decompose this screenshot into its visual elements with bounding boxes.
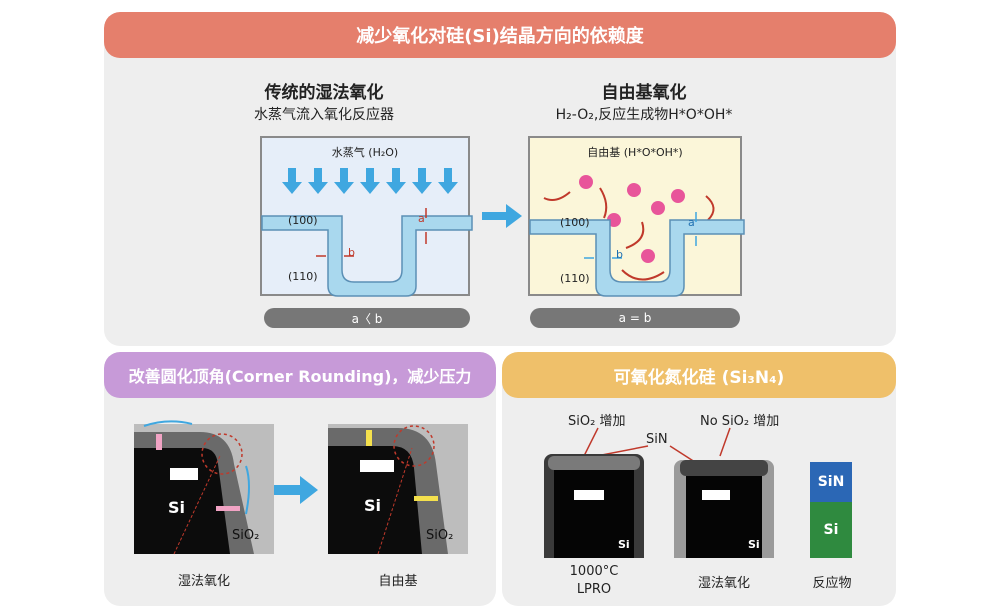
right-arrow-icon	[482, 204, 522, 228]
label-a: a	[688, 216, 695, 229]
radical-oxidation-subtitle: H₂-O₂,反应生成物H*O*OH*	[555, 107, 733, 123]
corner-rounding-panel: 改善圆化顶角(Corner Rounding)，减少压力 Si SiO₂	[104, 352, 496, 606]
sio2-trench-layer	[261, 215, 473, 297]
wet-oxidation-title: 传统的湿法氧化	[264, 83, 384, 103]
corner-rounding-banner: 改善圆化顶角(Corner Rounding)，减少压力	[104, 352, 496, 398]
si-label: Si	[168, 498, 186, 517]
water-vapor-arrows	[282, 168, 458, 194]
wet-oxidation-subtitle: 水蒸气流入氧化反应器	[254, 107, 394, 123]
label-100: (100)	[288, 214, 318, 227]
radical-motion-arrows	[543, 187, 715, 281]
sio2-label: SiO₂	[232, 528, 260, 543]
radical-cross-section	[328, 425, 448, 555]
caption-radical: 自由基	[378, 574, 418, 589]
sin-callout-label: SiN	[646, 432, 668, 447]
radical-sem-image: Si SiO₂	[328, 424, 468, 555]
lpro-cross-section	[548, 456, 640, 558]
wet-oxidation-sem-image: Si	[674, 460, 774, 558]
label-b: b	[616, 248, 623, 261]
sio2-trench-layer	[529, 219, 745, 297]
sio2-label: SiO₂	[426, 528, 454, 543]
si-label: Si	[618, 538, 630, 551]
legend-sin: SiN	[810, 462, 852, 502]
si-label: Si	[748, 538, 760, 551]
radical-oxidation-title: 自由基氧化	[601, 83, 687, 103]
caption-wet-oxidation: 湿法氧化	[697, 576, 750, 591]
top-banner: 减少氧化对硅(Si)结晶方向的依赖度	[104, 12, 896, 58]
sio2-increase-label: SiO₂ 增加	[568, 414, 626, 429]
no-sio2-increase-label: No SiO₂ 增加	[700, 414, 780, 429]
wet-oxidation-diagram: 水蒸气 (H₂O) (100) (110) a b	[260, 136, 473, 297]
caption-wet-oxidation: 湿法氧化	[177, 574, 230, 589]
label-a: a	[418, 212, 425, 225]
caption-reactant: 反应物	[812, 576, 852, 591]
radical-particles	[579, 175, 685, 263]
radical-label: 自由基 (H*O*OH*)	[587, 146, 683, 159]
wet-oxidation-cross-section	[134, 420, 254, 555]
radical-oxidation-illustration	[529, 175, 745, 297]
caption-lpro: LPRO	[576, 582, 612, 597]
lpro-sem-image: Si	[544, 454, 644, 558]
nitride-oxidation-banner: 可氧化氮化硅 (Si₃N₄)	[502, 352, 896, 398]
radical-oxidation-result: a = b	[530, 308, 740, 328]
label-110: (110)	[560, 272, 590, 285]
legend-si: Si	[810, 502, 852, 558]
label-110: (110)	[288, 270, 318, 283]
right-arrow-icon	[274, 476, 318, 504]
nitride-oxidation-panel: 可氧化氮化硅 (Si₃N₄) SiO₂ 增加 No SiO₂ 增加 SiN Si…	[502, 352, 896, 606]
wet-oxidation-result: a〈 b	[264, 308, 470, 328]
top-panel: 减少氧化对硅(Si)结晶方向的依赖度 传统的湿法氧化 水蒸气流入氧化反应器 自由…	[104, 12, 896, 346]
radical-oxidation-diagram: 自由基 (H*O*OH*)	[528, 136, 745, 297]
water-vapor-label: 水蒸气 (H₂O)	[331, 146, 399, 159]
wet-oxidation-illustration	[261, 168, 473, 297]
caption-1000c: 1000°C	[569, 564, 619, 579]
si-label: Si	[364, 496, 382, 515]
label-100: (100)	[560, 216, 590, 229]
wet-oxidation-sem-image: Si SiO₂	[134, 420, 274, 555]
label-b: b	[348, 246, 355, 259]
wet-oxidation-nitride-cross-section	[680, 460, 768, 558]
